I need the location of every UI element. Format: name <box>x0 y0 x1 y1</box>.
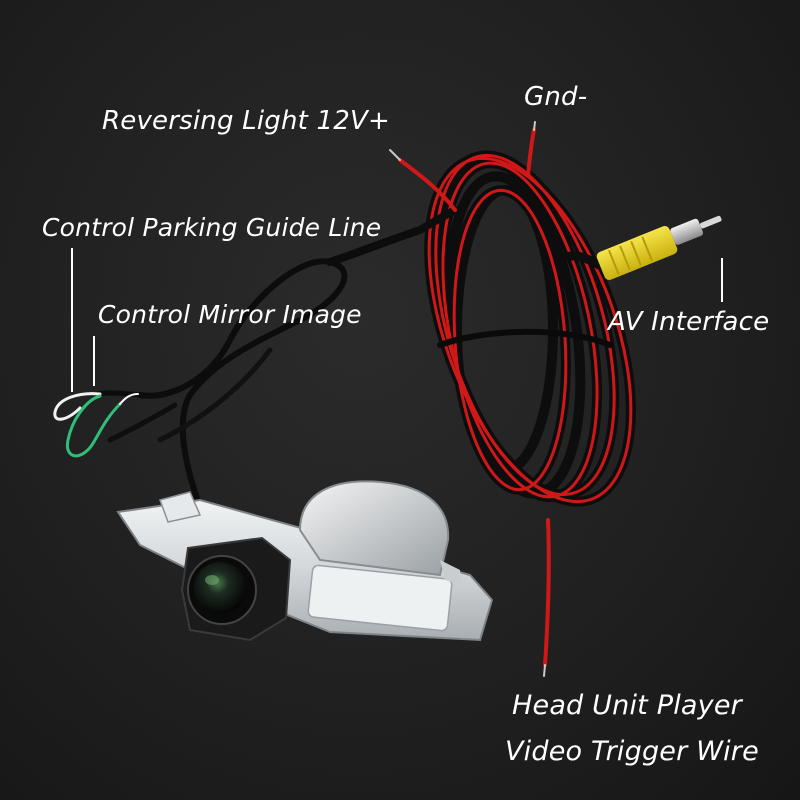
rca-connector <box>596 215 722 281</box>
camera-module <box>180 536 292 642</box>
thin-cable <box>95 226 424 523</box>
av-interface-label: AV Interface <box>608 307 770 337</box>
parking-guide-line-label: Control Parking Guide Line <box>42 213 382 242</box>
pointer-lines <box>71 248 723 392</box>
video-trigger-wire-label: Video Trigger Wire <box>505 736 759 767</box>
video-trigger-wire <box>543 518 551 677</box>
head-unit-player-label: Head Unit Player <box>512 690 742 721</box>
reversing-light-label: Reversing Light 12V+ <box>102 106 390 136</box>
gnd-label: Gnd- <box>524 82 588 112</box>
camera-housing <box>116 480 494 642</box>
control-wires <box>53 392 139 458</box>
reversing-light-wire <box>389 149 457 212</box>
mirror-image-label: Control Mirror Image <box>98 300 362 329</box>
gnd-wire <box>526 121 536 177</box>
coiled-av-cable <box>416 150 636 507</box>
